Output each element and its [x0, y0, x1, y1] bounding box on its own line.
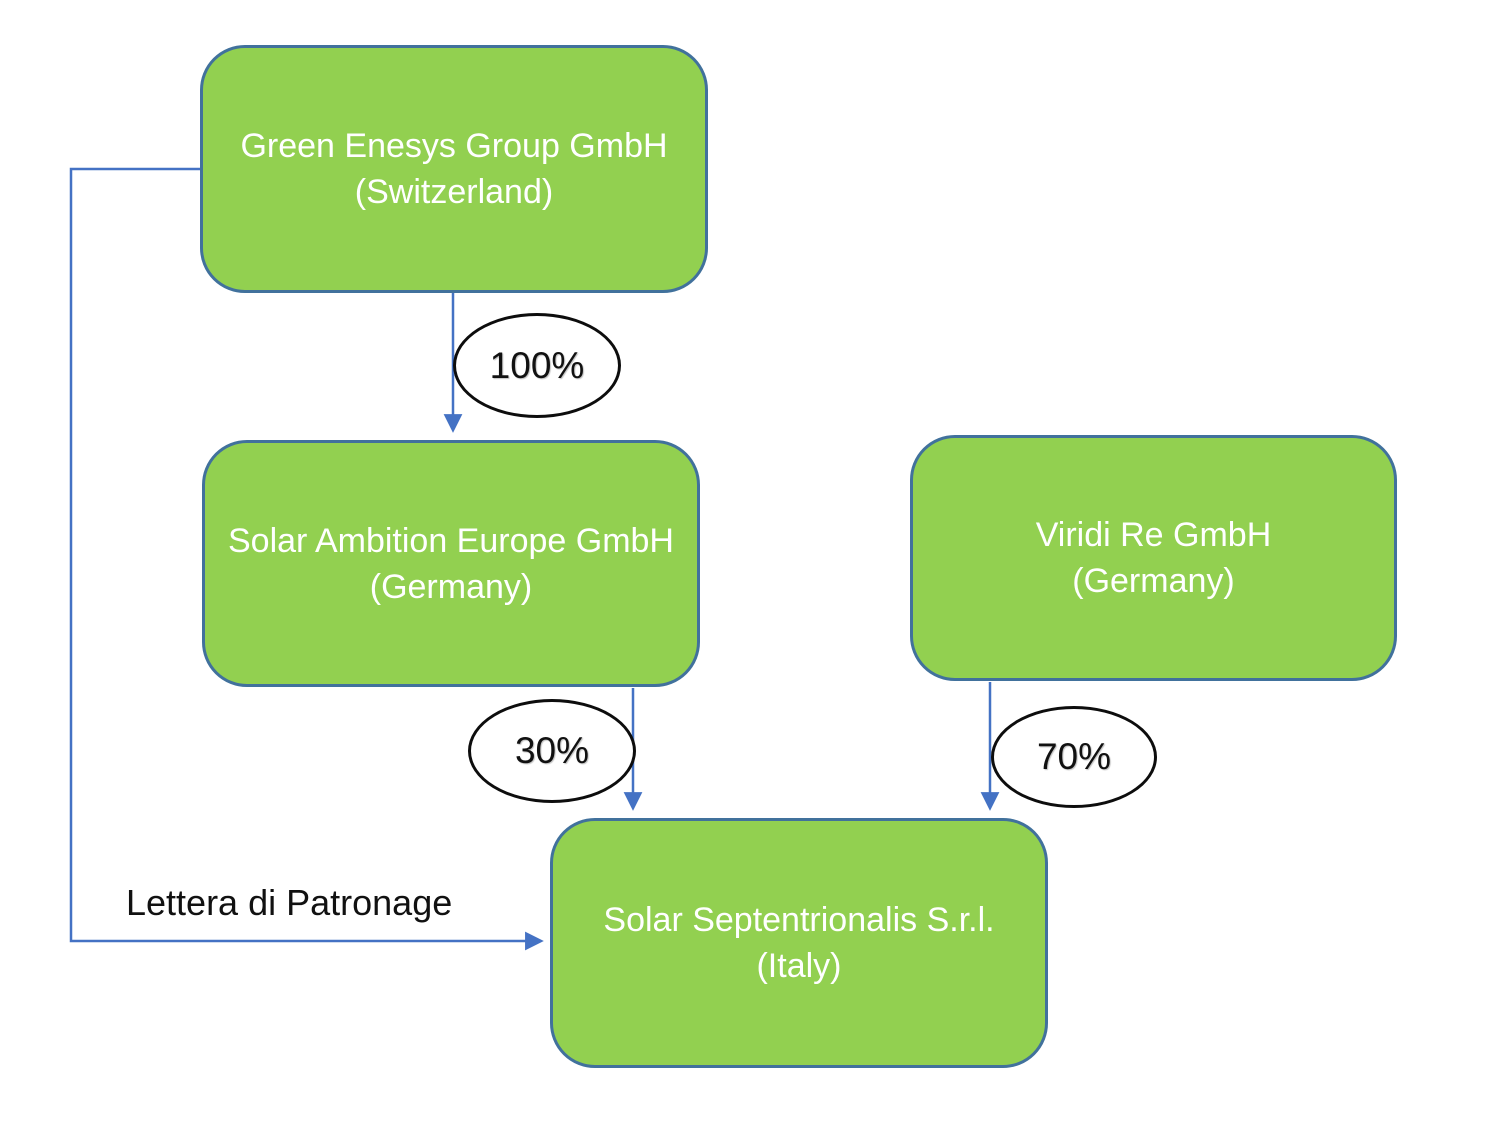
- ownership-badge-30: 30%: [468, 699, 636, 803]
- node-solar-ambition-country: (Germany): [369, 567, 533, 606]
- node-solar-ambition-name: Solar Ambition Europe GmbH: [228, 521, 674, 560]
- node-viridi-text: Viridi Re GmbH (Germany): [1036, 512, 1272, 604]
- patronage-label: Lettera di Patronage: [126, 882, 453, 923]
- node-solar-septentrionalis-country: (Italy): [756, 947, 842, 985]
- node-viridi-country: (Germany): [1072, 562, 1235, 600]
- ownership-badge-70: 70%: [991, 706, 1157, 808]
- ownership-badge-100: 100%: [453, 313, 621, 418]
- node-solar-ambition-europe: Solar Ambition Europe GmbH (Germany): [202, 440, 700, 687]
- node-green-enesys-country: (Switzerland): [354, 173, 554, 211]
- ownership-badge-100-label: 100%: [489, 344, 585, 386]
- node-green-enesys-name: Green Enesys Group GmbH: [240, 127, 668, 165]
- node-solar-septentrionalis-text: Solar Septentrionalis S.r.l. (Italy): [603, 897, 994, 989]
- node-solar-ambition-text: Solar Ambition Europe GmbH (Germany): [228, 518, 674, 610]
- node-solar-septentrionalis-name: Solar Septentrionalis S.r.l.: [603, 901, 995, 939]
- node-solar-septentrionalis: Solar Septentrionalis S.r.l. (Italy): [550, 818, 1048, 1068]
- node-viridi-name: Viridi Re GmbH: [1035, 516, 1272, 554]
- ownership-badge-30-label: 30%: [514, 730, 590, 771]
- node-green-enesys-group: Green Enesys Group GmbH (Switzerland): [200, 45, 708, 293]
- ownership-badge-70-label: 70%: [1036, 736, 1112, 777]
- node-green-enesys-text: Green Enesys Group GmbH (Switzerland): [240, 123, 667, 215]
- node-viridi-re: Viridi Re GmbH (Germany): [910, 435, 1397, 681]
